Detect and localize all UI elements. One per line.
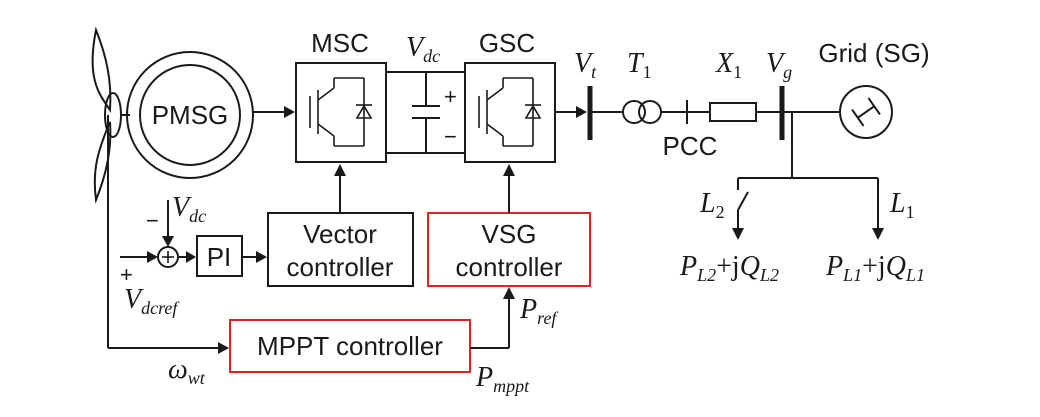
- vsg-to-gsc-arrow: [503, 164, 515, 176]
- gsc-label: GSC: [479, 28, 535, 58]
- msc-converter: MSC: [295, 28, 387, 163]
- load-l1: L1 PL1+jQL1: [825, 178, 925, 285]
- vector-controller-box: [267, 212, 414, 287]
- omega-label: ωwt: [168, 354, 206, 388]
- wind-turbine: [91, 26, 130, 348]
- gsc-converter: GSC: [464, 28, 556, 163]
- sum-plus-sign: +: [120, 262, 133, 287]
- vdc-feedback-arrow: [162, 236, 174, 247]
- cap-minus-sign: −: [444, 124, 457, 149]
- l1-power-label: PL1+jQL1: [825, 251, 925, 285]
- grid-sg: Grid (SG): [818, 38, 930, 139]
- vector-to-msc-arrow: [334, 164, 346, 176]
- vector-controller-label-line1: Vector: [303, 219, 377, 249]
- pmsg-generator: PMSG: [126, 51, 254, 179]
- grid-generator-circle: [839, 85, 893, 139]
- l2-power-label: PL2+jQL2: [679, 251, 779, 285]
- t1-label: T1: [627, 48, 652, 82]
- vector-controller-label-line2: controller: [287, 252, 394, 282]
- pmppt-label: Pmppt: [475, 362, 530, 396]
- dc-capacitor: + −: [412, 72, 457, 153]
- vdc-label: Vdc: [406, 32, 440, 66]
- dc-voltage-loop: + Vdcref − Vdc PI: [120, 192, 267, 318]
- pmsg-label: PMSG: [152, 100, 229, 130]
- vdc-feedback-label: Vdc: [172, 192, 206, 226]
- vsg-controller-label-line1: VSG: [482, 219, 537, 249]
- msc-igbt-emitter: [317, 123, 335, 137]
- pmsg-outer-ring: [126, 51, 254, 179]
- vdcref-label: Vdcref: [124, 284, 180, 318]
- transformer-coil-left: [622, 100, 646, 124]
- transformer-coil-right: [638, 100, 662, 124]
- sum-minus-sign: −: [146, 208, 159, 233]
- gsc-igbt-emitter: [486, 123, 504, 137]
- msc-label: MSC: [311, 28, 369, 58]
- grid-label: Grid (SG): [818, 38, 929, 68]
- l1-label: L1: [889, 188, 915, 222]
- vdcref-input-arrow: [147, 251, 158, 263]
- turbine-blade-bottom: [93, 121, 112, 204]
- pref-label: Pref: [519, 294, 559, 328]
- mppt-controller-box: [229, 319, 471, 373]
- l2-label: L2: [699, 188, 725, 222]
- pi-block: [196, 235, 243, 277]
- l2-switch-blade: [737, 191, 749, 211]
- grid-rotor-shaft: [857, 105, 875, 119]
- transformer-t1: [622, 100, 662, 124]
- sum-to-pi-arrow: [186, 251, 196, 263]
- l1-arrow: [872, 228, 884, 240]
- mppt-controller-label: MPPT controller: [257, 331, 443, 361]
- pi-label: PI: [207, 242, 232, 272]
- gsc-igbt-collector: [486, 87, 504, 101]
- vg-label: Vg: [766, 48, 792, 82]
- vt-label: Vt: [574, 48, 597, 82]
- load-l2: L2 PL2+jQL2: [679, 178, 779, 285]
- vsg-controller-label-line2: controller: [456, 252, 563, 282]
- cap-plus-sign: +: [444, 84, 457, 109]
- x1-label: X1: [715, 48, 742, 82]
- gsc-vt-arrow: [576, 106, 587, 118]
- l2-arrow: [732, 228, 744, 240]
- pmsg-inner-ring: [139, 64, 241, 166]
- msc-diode: [355, 104, 373, 119]
- msc-igbt-collector: [317, 87, 335, 101]
- reactor-x1: [709, 102, 757, 122]
- omega-to-mppt-arrow: [218, 342, 229, 354]
- turbine-blade-top: [91, 26, 112, 114]
- pi-to-vector-arrow: [256, 251, 267, 263]
- pmsg-msc-arrow: [284, 106, 295, 118]
- gsc-diode: [524, 104, 542, 119]
- pref-to-vsg-arrow: [503, 287, 515, 299]
- pcc-label: PCC: [663, 131, 718, 161]
